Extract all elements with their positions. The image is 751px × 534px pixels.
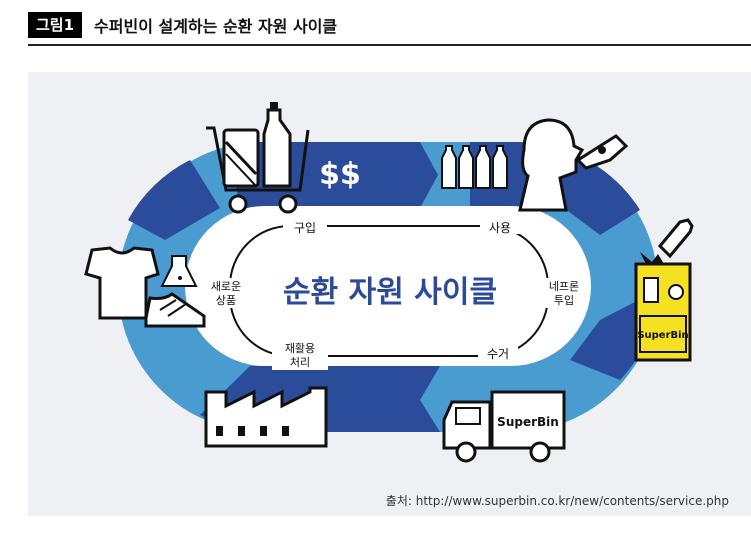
label-use: 사용 (489, 221, 511, 235)
bottle-icon (657, 218, 694, 259)
machine-brand-label: SuperBin (637, 330, 688, 341)
figure-header: 그림1 수퍼빈이 설계하는 순환 자원 사이클 (28, 12, 337, 38)
center-title: 순환 자원 사이클 (283, 275, 497, 310)
tshirt-icon (84, 246, 160, 320)
label-neuron-top: 네프론 (549, 280, 579, 293)
bottles-icon (441, 145, 508, 189)
ring-segment-left (128, 160, 220, 240)
price-text: $$ (319, 157, 361, 192)
header-rule (28, 44, 751, 46)
truck-brand-label: SuperBin (497, 415, 559, 429)
label-recycle-bottom: 처리 (290, 356, 310, 369)
ring-inner (185, 206, 591, 366)
label-collect: 수거 (487, 347, 509, 361)
label-recycle-top: 재활용 (285, 341, 315, 355)
flask-icon (160, 255, 198, 287)
sneaker-icon (144, 292, 206, 328)
label-new-bottom: 상품 (216, 294, 236, 307)
label-new-top: 새로운 (211, 280, 241, 293)
figure-title: 수퍼빈이 설계하는 순환 자원 사이클 (94, 17, 338, 36)
shopping-cart-icon (206, 102, 310, 214)
person-drinking-icon (518, 118, 629, 212)
source-citation: 출처: http://www.superbin.co.kr/new/conten… (385, 494, 729, 508)
label-neuron-bottom: 투입 (554, 294, 574, 307)
factory-icon (204, 386, 328, 448)
label-buy: 구입 (294, 221, 316, 235)
truck-icon (442, 390, 566, 463)
figure-badge: 그림1 (28, 12, 83, 38)
superbin-machine-icon (634, 262, 692, 362)
